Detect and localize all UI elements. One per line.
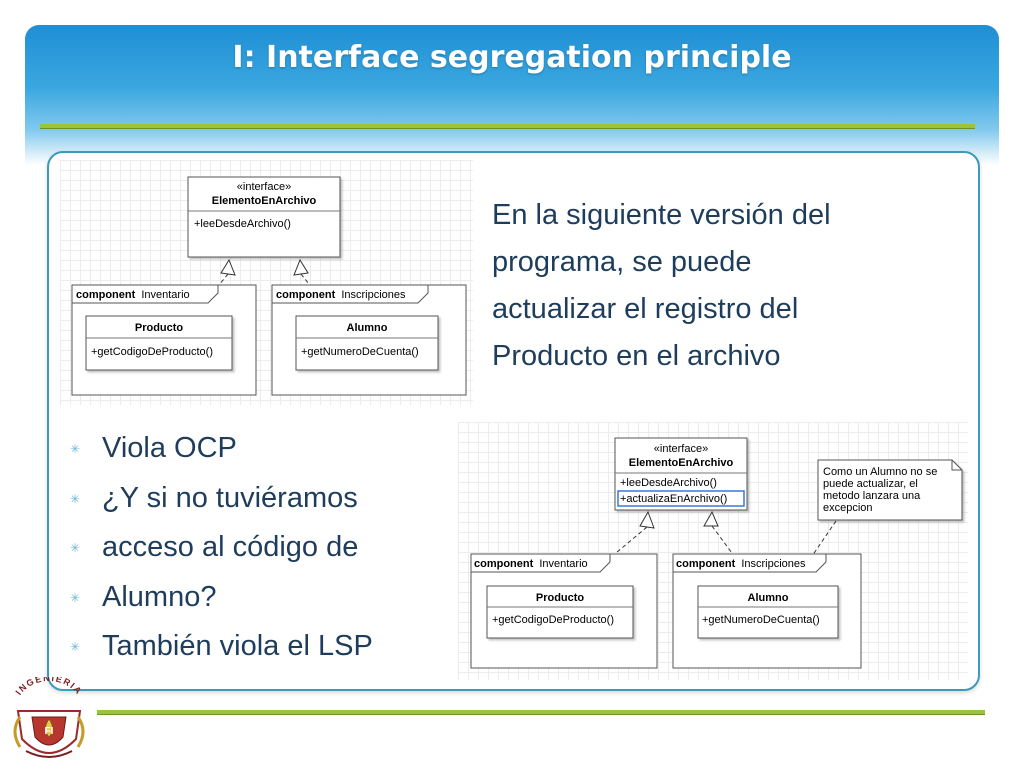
package-name: Inventario: [141, 289, 189, 301]
title-divider: [40, 124, 975, 129]
bullet-text: Alumno?: [102, 580, 217, 613]
class-method: +getCodigoDeProducto(): [492, 614, 614, 626]
class-name: Alumno: [748, 592, 789, 604]
note-line: puede actualizar, el: [823, 478, 918, 490]
interface-method: +leeDesdeArchivo(): [194, 218, 291, 230]
bullet-star-icon: ✳: [70, 590, 81, 605]
bullet-star-icon: ✳: [70, 640, 81, 655]
svg-text:INGENIERIA: INGENIERIA: [14, 677, 85, 697]
component-package-inventario: component Inventario Producto +getCodigo…: [470, 553, 658, 669]
explanation-paragraph: En la siguiente versión del programa, se…: [492, 192, 932, 380]
logo-text: INGENIERIA: [14, 673, 83, 697]
paragraph-line: actualizar el registro del: [492, 293, 799, 325]
realization-arrowhead: [293, 258, 309, 276]
package-name: Inventario: [539, 558, 587, 570]
bullet-star-icon: ✳: [70, 442, 81, 457]
package-keyword: component: [276, 289, 336, 301]
note-line: excepcion: [823, 502, 873, 514]
package-keyword: component: [474, 558, 534, 570]
slide-title: I: Interface segregation principle: [232, 40, 792, 75]
bullet-star-icon: ✳: [70, 491, 81, 506]
paragraph-line: En la siguiente versión del: [492, 199, 831, 231]
realization-arrowhead: [639, 510, 655, 529]
bullet-text: Viola OCP: [102, 432, 237, 464]
package-keyword: component: [76, 289, 136, 301]
class-method: +getNumeroDeCuenta(): [301, 346, 419, 358]
component-package-inventario: component Inventario Producto +getCodigo…: [71, 284, 257, 396]
ingenieria-shield-icon: INGENIERIA FI: [13, 673, 85, 758]
comment-note: Como un Alumno no se puede actualizar, e…: [817, 459, 963, 521]
paragraph-line: Producto en el archivo: [492, 340, 781, 372]
package-keyword: component: [676, 558, 736, 570]
realization-arrowhead: [220, 258, 236, 276]
bullet-item: ✳ ¿Y si no tuviéramos: [70, 474, 373, 524]
interface-method-new: +actualizaEnArchivo(): [620, 493, 727, 505]
uml-diagram-revised-svg: «interface» ElementoEnArchivo +leeDesdeA…: [470, 437, 963, 669]
bullet-item: ✳ Viola OCP: [70, 424, 373, 474]
title-banner: [25, 25, 999, 165]
class-method: +getNumeroDeCuenta(): [702, 614, 820, 626]
uml-diagram-original-svg: «interface» ElementoEnArchivo +leeDesdeA…: [71, 176, 467, 396]
bullet-text: También viola el LSP: [102, 630, 373, 663]
ingenieria-logo: INGENIERIA FI: [6, 673, 92, 767]
bullet-list: ✳ Viola OCP ✳ ¿Y si no tuviéramos ✳ acceso …: [70, 424, 373, 672]
interface-name: ElementoEnArchivo: [629, 457, 734, 469]
package-name: Inscripciones: [741, 558, 806, 570]
class-name: Alumno: [347, 322, 388, 334]
uml-diagram-revised: «interface» ElementoEnArchivo +leeDesdeA…: [458, 422, 968, 680]
bullet-item: ✳ acceso al código de: [70, 523, 373, 573]
paragraph-line: programa, se puede: [492, 246, 752, 278]
interface-class: «interface» ElementoEnArchivo +leeDesdeA…: [614, 437, 748, 511]
realization-line: [597, 526, 648, 569]
interface-stereotype: «interface»: [237, 181, 291, 193]
bullet-star-icon: ✳: [70, 541, 81, 556]
logo-monogram: FI: [45, 726, 54, 737]
class-name: Producto: [135, 322, 184, 334]
realization-arrowhead: [703, 510, 719, 527]
bullet-item: ✳ También viola el LSP: [70, 622, 373, 672]
highlight-box: [617, 490, 745, 507]
svg-text:component Inscripcione: component Inscripciones: [676, 558, 806, 570]
note-line: Como un Alumno no se: [823, 466, 937, 478]
uml-diagram-original: «interface» ElementoEnArchivo +leeDesdeA…: [60, 160, 473, 405]
bullet-text: acceso al código de: [102, 531, 359, 564]
footer-divider: [97, 710, 985, 715]
interface-method: +leeDesdeArchivo(): [620, 477, 717, 489]
component-package-inscripciones: component Inscripciones Alumno +getNumer…: [672, 553, 862, 669]
interface-class: «interface» ElementoEnArchivo +leeDesdeA…: [187, 176, 341, 258]
note-line: metodo lanzara una: [823, 490, 921, 502]
class-name: Producto: [536, 592, 585, 604]
interface-name: ElementoEnArchivo: [212, 195, 317, 207]
svg-text:component Inventario: component Inventario: [474, 558, 588, 570]
component-package-inscripciones: component Inscripciones Alumno +getNumer…: [271, 284, 467, 396]
bullet-text: ¿Y si no tuviéramos: [102, 481, 358, 514]
interface-stereotype: «interface»: [654, 443, 708, 455]
package-name: Inscripciones: [341, 289, 406, 301]
svg-text:component Inscripcione: component Inscripciones: [276, 289, 406, 301]
bullet-item: ✳ Alumno?: [70, 573, 373, 623]
svg-text:component Inventario: component Inventario: [76, 289, 190, 301]
class-method: +getCodigoDeProducto(): [91, 346, 213, 358]
